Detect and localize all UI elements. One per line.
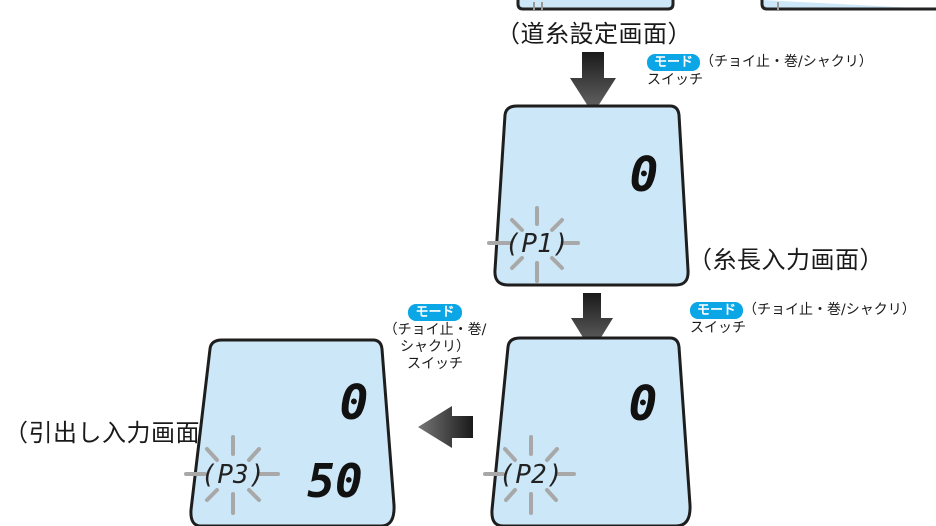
note-switch-text: スイッチ [690,319,746,336]
lcd-param-label: P1 [521,229,552,259]
lcd-main-digit: 0 [340,375,369,431]
top-screen-edge-right [760,0,936,11]
note-switch-text: スイッチ [407,355,463,372]
mode-switch-note-1: モード（チョイ止・巻/シャクリ） スイッチ [647,54,873,89]
note-text-line2: シャクリ） [400,338,470,355]
svg-text:): ) [249,460,265,490]
line-setting-screen-label: （道糸設定画面） [496,20,692,48]
lcd-param-label: P2 [515,460,546,490]
note-text: （チョイ止・巻/シャクリ） [700,54,873,70]
pull-out-screen-label: （引出し入力画面） [4,419,225,447]
svg-text:(: ( [201,460,217,490]
blink-rays [184,435,280,515]
lcd-value: 50 [307,454,362,508]
note-text-line1: （チョイ止・巻/ [383,321,487,338]
lcd-main-digit: 0 [629,376,658,432]
lcd-main-digit: 0 [630,147,659,203]
note-text: （チョイ止・巻/シャクリ） [743,302,916,318]
svg-text:): ) [547,460,563,490]
top-screen-edge-left [516,0,675,11]
blink-rays [487,206,580,283]
mode-switch-note-2: モード（チョイ止・巻/シャクリ） スイッチ [690,302,916,337]
lcd-param-label: P3 [217,460,248,490]
note-switch-text: スイッチ [647,71,703,88]
line-length-screen-label: （糸長入力画面） [688,246,884,274]
svg-text:): ) [553,229,569,259]
mode-badge: モード [408,304,462,321]
mode-badge: モード [690,302,744,319]
svg-text:(: ( [505,229,521,259]
svg-text:(: ( [499,460,515,490]
mode-switch-note-3: モード （チョイ止・巻/ シャクリ） スイッチ [380,304,490,373]
mode-badge: モード [647,54,701,71]
blink-rays [483,435,576,515]
